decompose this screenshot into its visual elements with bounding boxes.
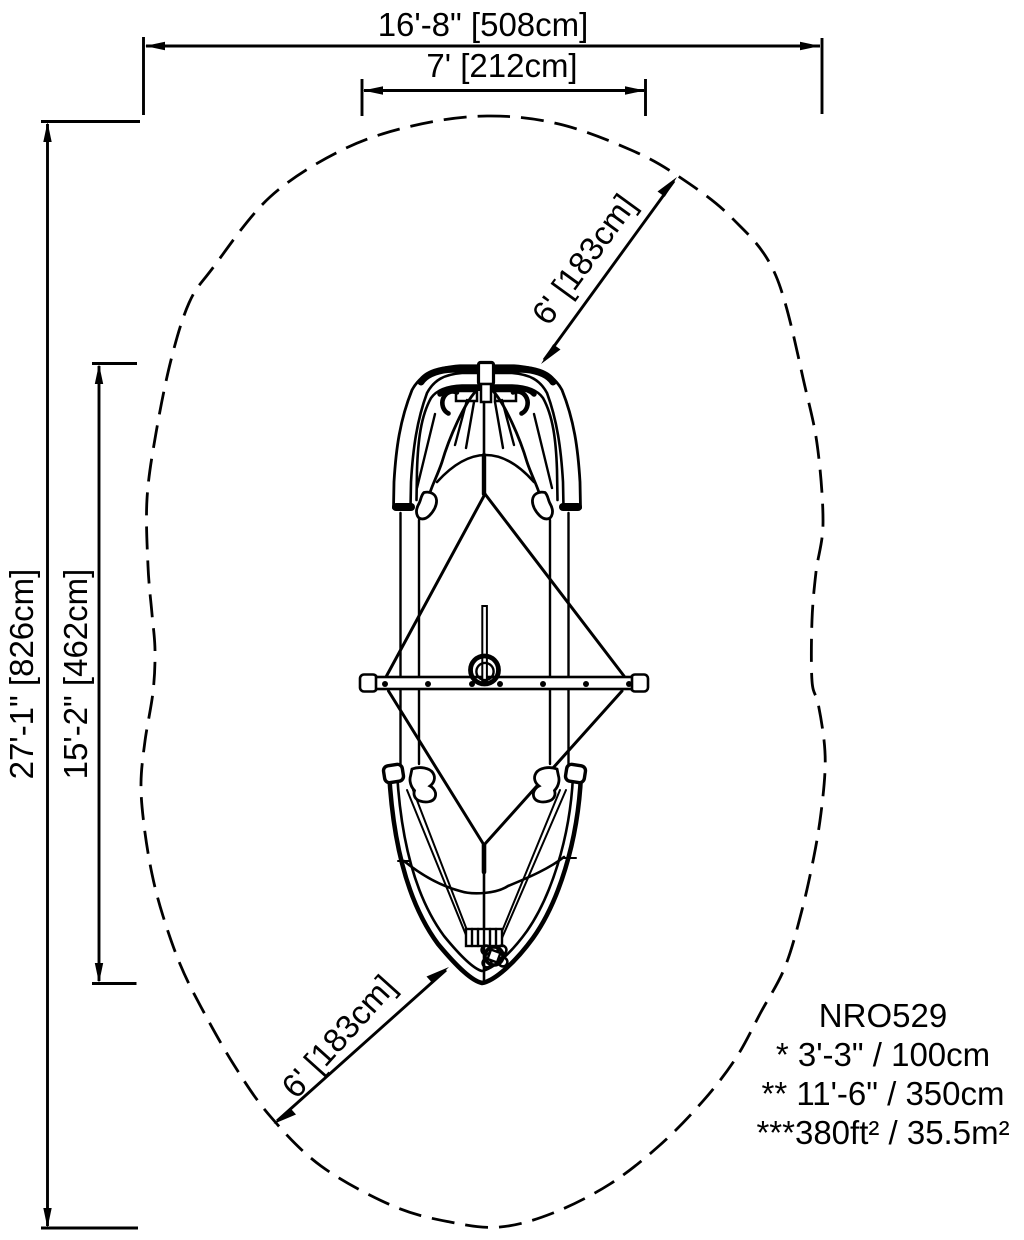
svg-text:15'-2" [462cm]: 15'-2" [462cm] [57, 569, 94, 780]
svg-text:* 3'-3" / 100cm: * 3'-3" / 100cm [776, 1036, 990, 1073]
svg-text:** 11'-6" / 350cm: ** 11'-6" / 350cm [761, 1075, 1004, 1112]
svg-text:***380ft² / 35.5m²: ***380ft² / 35.5m² [756, 1114, 1009, 1151]
svg-text:27'-1" [826cm]: 27'-1" [826cm] [3, 569, 40, 780]
svg-text:7' [212cm]: 7' [212cm] [426, 47, 577, 84]
svg-text:16'-8" [508cm]: 16'-8" [508cm] [378, 6, 589, 43]
svg-text:NRO529: NRO529 [819, 997, 947, 1034]
